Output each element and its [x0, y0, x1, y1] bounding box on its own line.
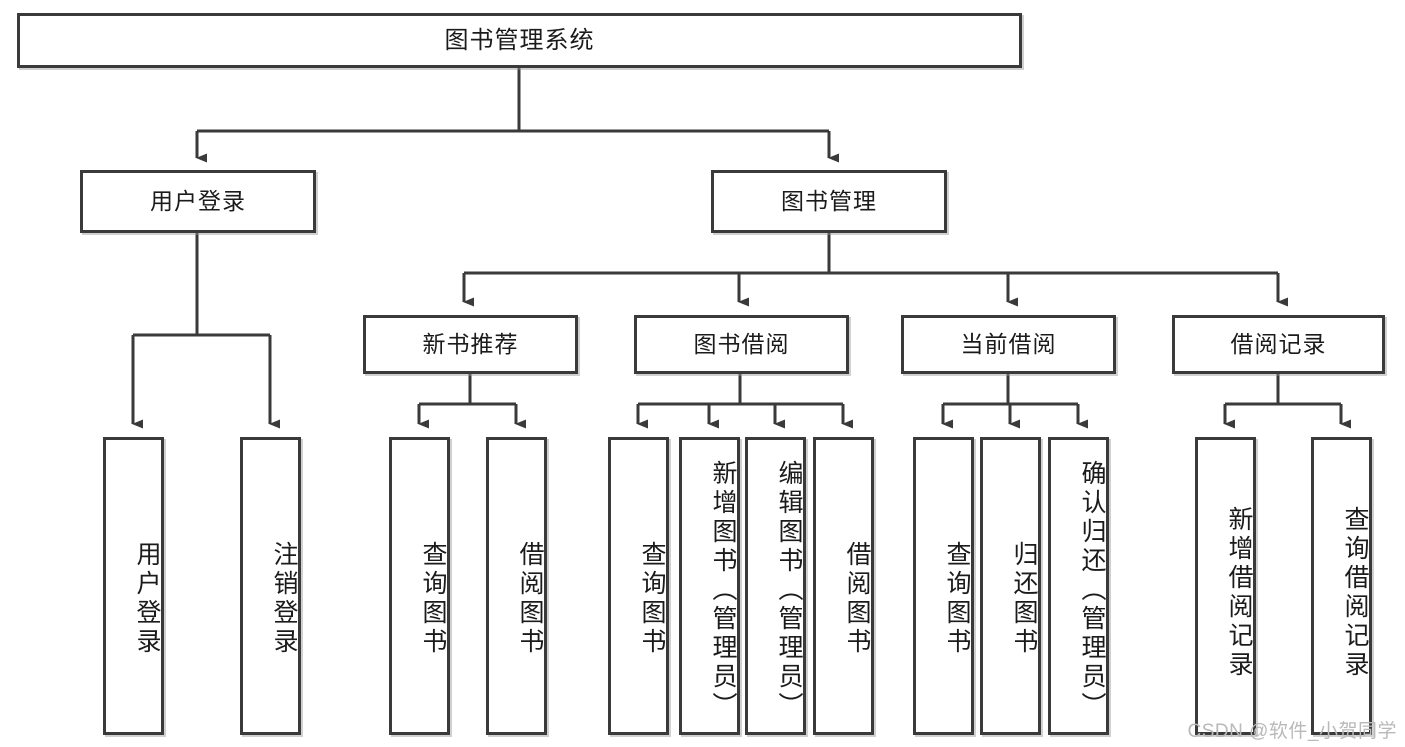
node-label: 图书管理系统	[444, 26, 595, 54]
node-label: 归还图书	[1010, 541, 1038, 657]
node-label: 编辑图书（管理员）	[775, 459, 803, 721]
node-new-book-recommend[interactable]: 新书推荐	[363, 315, 578, 374]
node-label: 新增借阅记录	[1225, 506, 1253, 680]
node-label: 查询图书	[638, 541, 666, 657]
node-label: 用户登录	[150, 188, 246, 215]
node-label: 图书管理	[781, 188, 877, 215]
node-label: 用户登录	[133, 541, 161, 657]
node-book-management[interactable]: 图书管理	[711, 170, 947, 233]
node-label: 借阅图书	[516, 541, 544, 657]
node-label: 新增图书（管理员）	[709, 459, 737, 721]
node-label: 借阅图书	[843, 541, 871, 657]
node-label: 查询借阅记录	[1341, 506, 1369, 680]
node-book-borrow[interactable]: 图书借阅	[634, 315, 849, 374]
leaf-query-borrow-record[interactable]: 查询借阅记录	[1311, 437, 1372, 735]
csdn-watermark: CSDN @软件_小贺同学	[1187, 721, 1397, 742]
node-current-borrow[interactable]: 当前借阅	[901, 315, 1116, 374]
node-label: 注销登录	[270, 541, 298, 657]
leaf-add-borrow-record[interactable]: 新增借阅记录	[1195, 437, 1256, 735]
node-user-login[interactable]: 用户登录	[80, 170, 316, 233]
node-root-book-management-system[interactable]: 图书管理系统	[17, 13, 1022, 68]
node-label: 借阅记录	[1230, 331, 1327, 358]
leaf-confirm-return[interactable]: 确认归还（管理员）	[1048, 437, 1109, 735]
node-label: 新书推荐	[422, 331, 519, 358]
node-label: 图书借阅	[693, 331, 790, 358]
node-label: 查询图书	[419, 541, 447, 657]
leaf-query-book-current[interactable]: 查询图书	[913, 437, 974, 735]
leaf-logout[interactable]: 注销登录	[240, 437, 301, 735]
node-label: 当前借阅	[960, 331, 1057, 358]
leaf-borrow-book-borrow[interactable]: 借阅图书	[813, 437, 874, 735]
leaf-user-login[interactable]: 用户登录	[103, 437, 164, 735]
node-label: 确认归还（管理员）	[1078, 459, 1106, 721]
leaf-query-book-recommend[interactable]: 查询图书	[389, 437, 450, 735]
leaf-query-book-borrow[interactable]: 查询图书	[608, 437, 669, 735]
node-borrow-record[interactable]: 借阅记录	[1172, 315, 1385, 374]
leaf-borrow-book-recommend[interactable]: 借阅图书	[486, 437, 547, 735]
node-label: 查询图书	[943, 541, 971, 657]
leaf-return-book[interactable]: 归还图书	[980, 437, 1041, 735]
leaf-edit-book[interactable]: 编辑图书（管理员）	[745, 437, 806, 735]
leaf-add-book[interactable]: 新增图书（管理员）	[679, 437, 740, 735]
